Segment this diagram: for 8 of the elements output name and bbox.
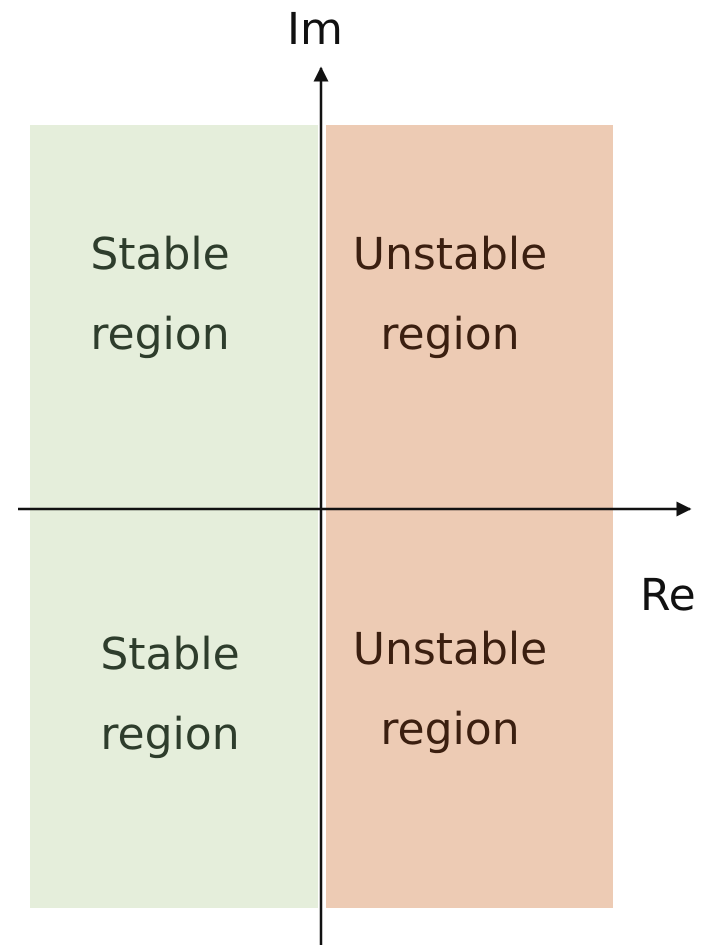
region-label: Unstable region [352, 228, 548, 362]
region-band [326, 125, 613, 908]
region-label: Stable region [89, 228, 231, 362]
region-band [30, 125, 318, 908]
region-label: Unstable region [352, 623, 548, 757]
region-label: Stable region [99, 628, 241, 762]
axis-label: Im [287, 4, 343, 55]
axis-label: Re [640, 570, 696, 621]
